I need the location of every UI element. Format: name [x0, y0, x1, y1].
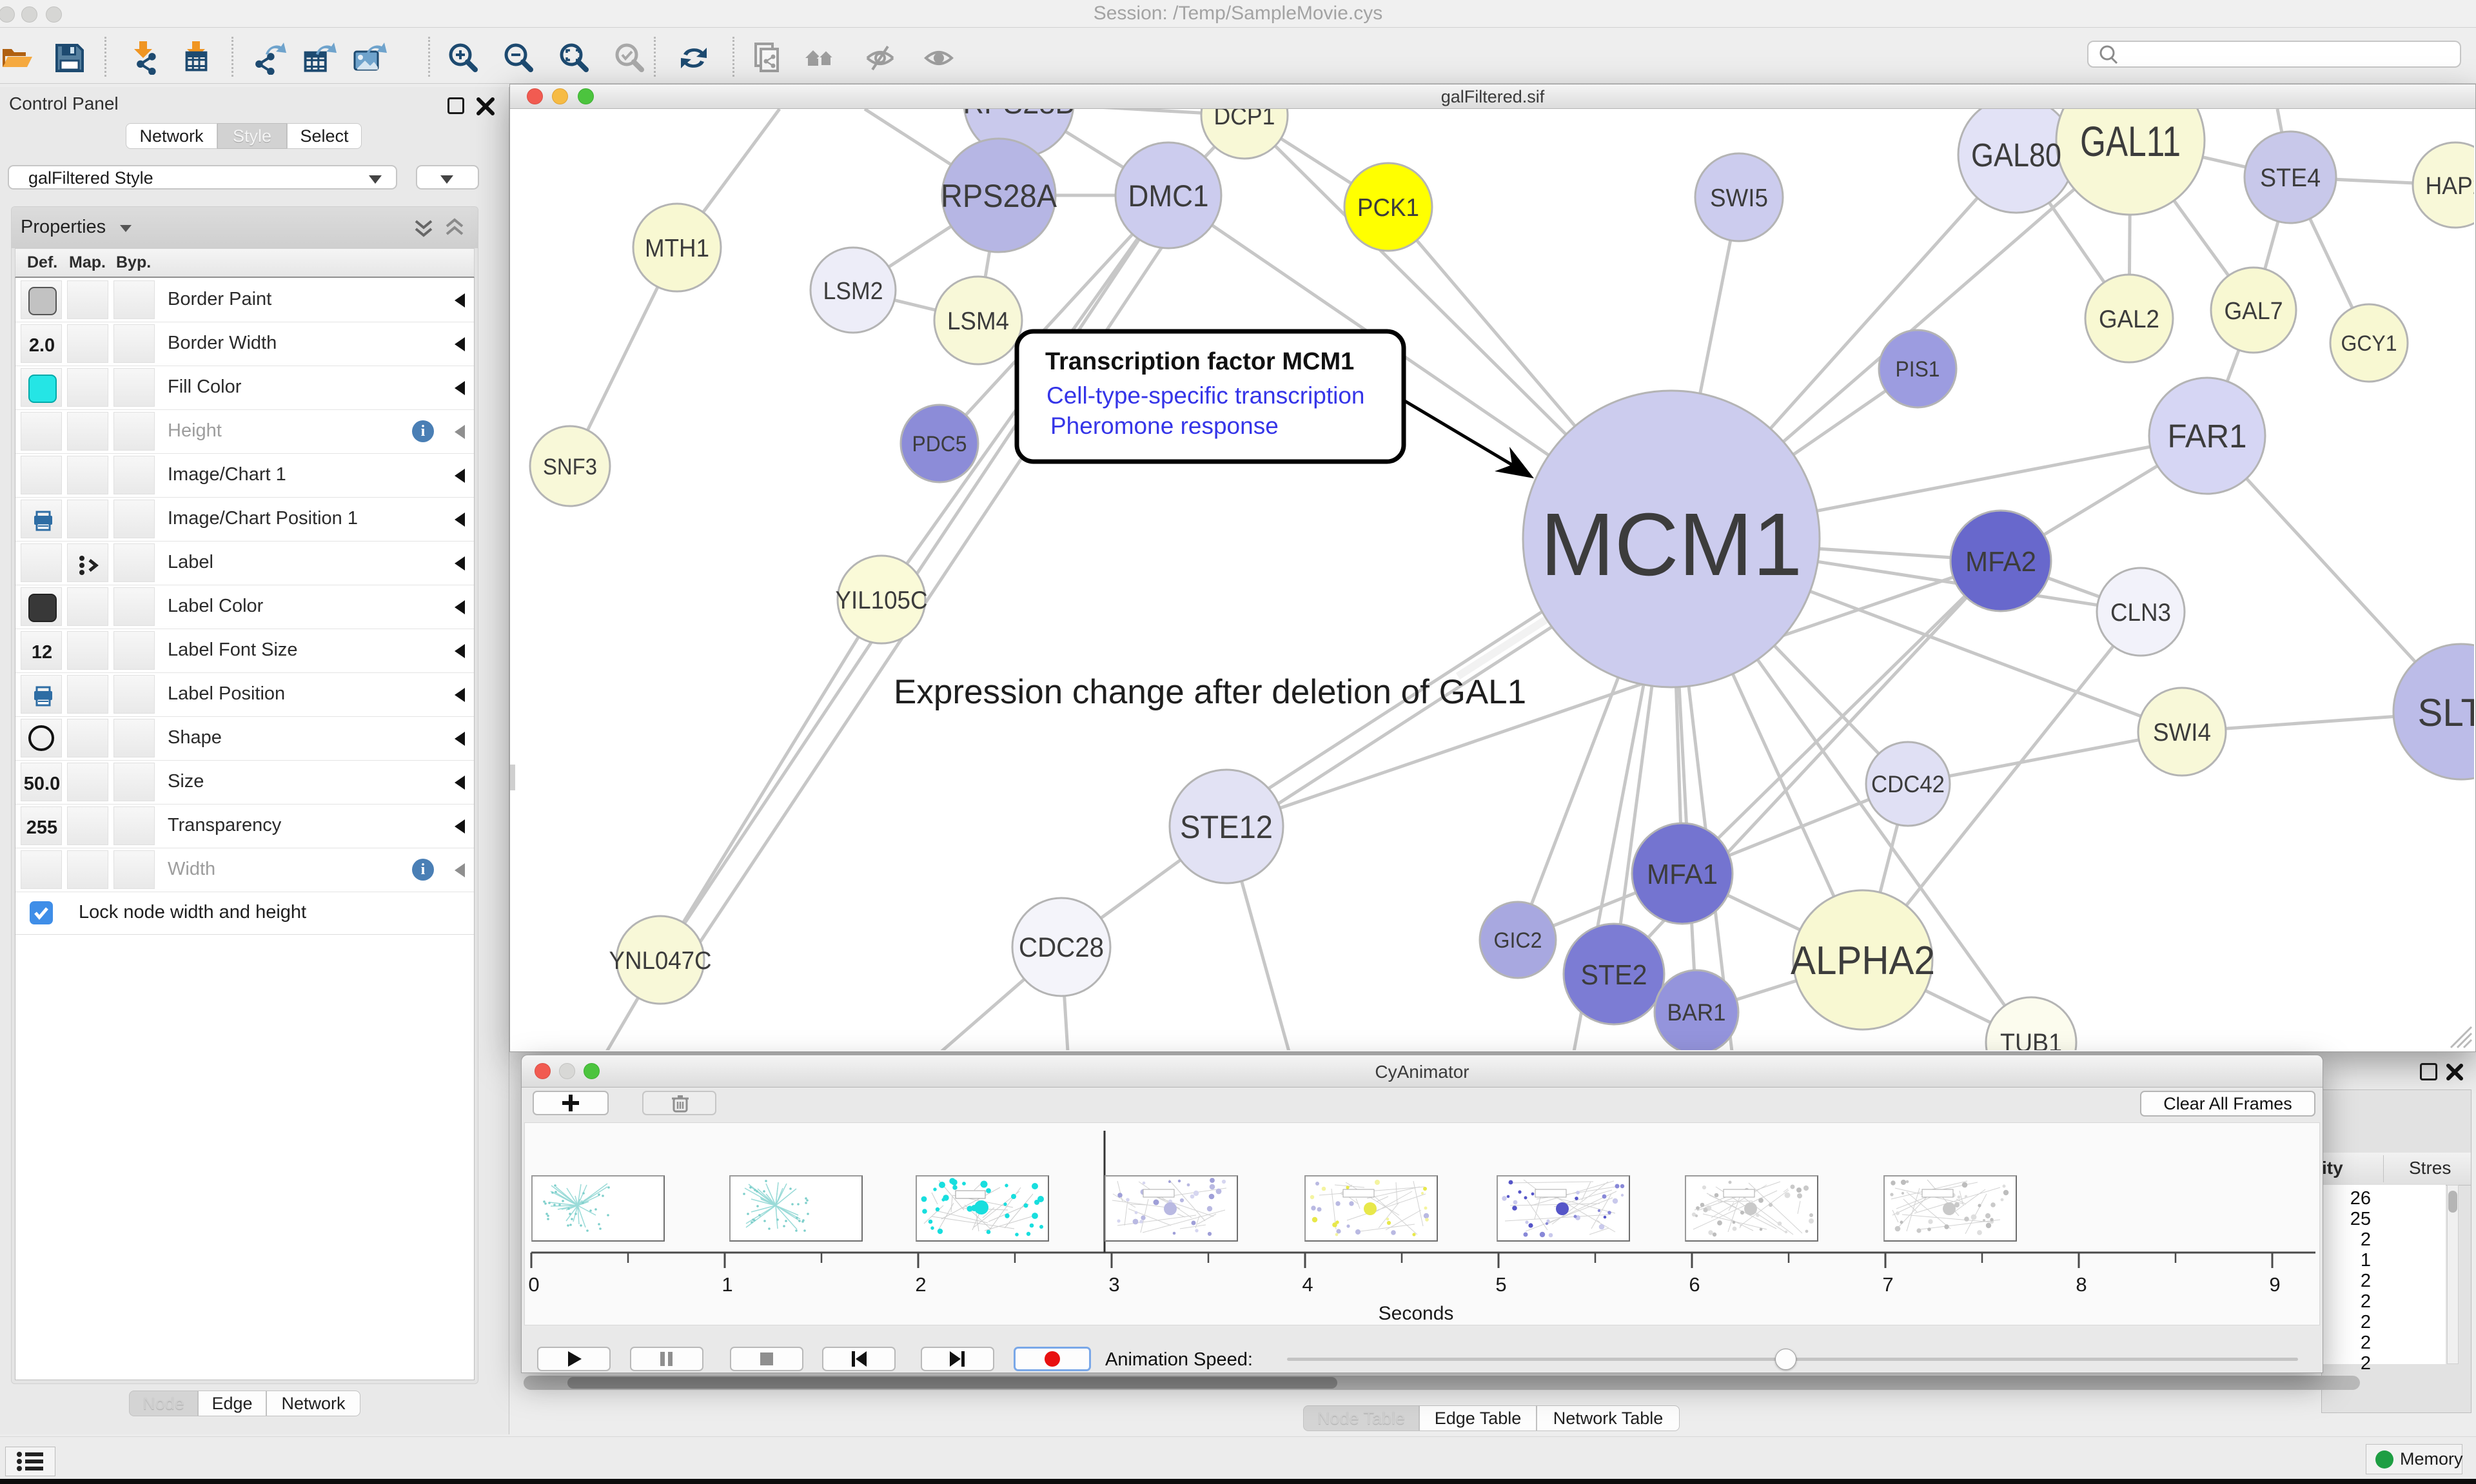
svg-text:HAP2: HAP2 — [2426, 173, 2475, 200]
svg-text:9: 9 — [2269, 1273, 2280, 1296]
svg-text:5: 5 — [1495, 1273, 1506, 1296]
svg-text:DMC1: DMC1 — [1128, 179, 1209, 213]
svg-text:GAL7: GAL7 — [2225, 298, 2283, 325]
svg-text:CDC42: CDC42 — [1871, 771, 1945, 797]
svg-text:SWI4: SWI4 — [2153, 719, 2211, 747]
svg-text:6: 6 — [1689, 1273, 1700, 1296]
svg-text:Pheromone response: Pheromone response — [1050, 413, 1279, 439]
svg-text:MTH1: MTH1 — [645, 235, 709, 262]
svg-text:RPS28A: RPS28A — [941, 178, 1057, 214]
svg-text:2: 2 — [915, 1273, 926, 1296]
svg-text:MFA2: MFA2 — [1965, 546, 2036, 578]
svg-text:Cell-type-specific transcripti: Cell-type-specific transcription — [1046, 382, 1365, 409]
svg-text:CDC28: CDC28 — [1019, 932, 1104, 963]
svg-text:Transcription factor MCM1: Transcription factor MCM1 — [1045, 348, 1354, 375]
svg-text:STE2: STE2 — [1581, 959, 1647, 991]
svg-text:YIL105C: YIL105C — [836, 587, 928, 614]
svg-text:PDC5: PDC5 — [912, 432, 967, 456]
svg-text:BAR1: BAR1 — [1667, 999, 1726, 1026]
svg-text:FAR1: FAR1 — [2168, 418, 2247, 454]
svg-text:SLT2: SLT2 — [2418, 691, 2475, 734]
svg-text:PIS1: PIS1 — [1896, 357, 1940, 382]
svg-text:DCP1: DCP1 — [1214, 109, 1275, 130]
svg-text:MFA1: MFA1 — [1647, 859, 1718, 890]
svg-text:RPS28B: RPS28B — [963, 109, 1075, 121]
svg-text:8: 8 — [2076, 1273, 2087, 1296]
svg-text:SNF3: SNF3 — [543, 454, 597, 480]
svg-text:LSM2: LSM2 — [823, 278, 883, 305]
svg-text:7: 7 — [1882, 1273, 1893, 1296]
svg-text:STE12: STE12 — [1180, 809, 1273, 845]
svg-text:ALPHA2: ALPHA2 — [1791, 939, 1935, 983]
svg-text:PCK1: PCK1 — [1357, 194, 1419, 222]
svg-text:Seconds: Seconds — [1379, 1303, 1454, 1324]
svg-text:4: 4 — [1302, 1273, 1313, 1296]
svg-text:GAL2: GAL2 — [2099, 306, 2159, 333]
svg-text:GCY1: GCY1 — [2341, 331, 2397, 356]
svg-text:GIC2: GIC2 — [1494, 928, 1542, 953]
svg-text:Expression change after deleti: Expression change after deletion of GAL1 — [894, 673, 1526, 711]
svg-text:STE4: STE4 — [2260, 164, 2321, 192]
svg-text:GAL80: GAL80 — [1971, 137, 2061, 173]
svg-text:1: 1 — [722, 1273, 732, 1296]
svg-text:YNL047C: YNL047C — [609, 947, 712, 975]
svg-text:MCM1: MCM1 — [1540, 495, 1802, 594]
svg-text:CLN3: CLN3 — [2110, 599, 2171, 627]
svg-text:LSM4: LSM4 — [947, 308, 1009, 335]
svg-text:3: 3 — [1108, 1273, 1119, 1296]
svg-text:0: 0 — [528, 1273, 539, 1296]
svg-text:SWI5: SWI5 — [1710, 184, 1768, 212]
svg-text:GAL11: GAL11 — [2080, 117, 2181, 165]
svg-text:TUB1: TUB1 — [2000, 1029, 2062, 1050]
